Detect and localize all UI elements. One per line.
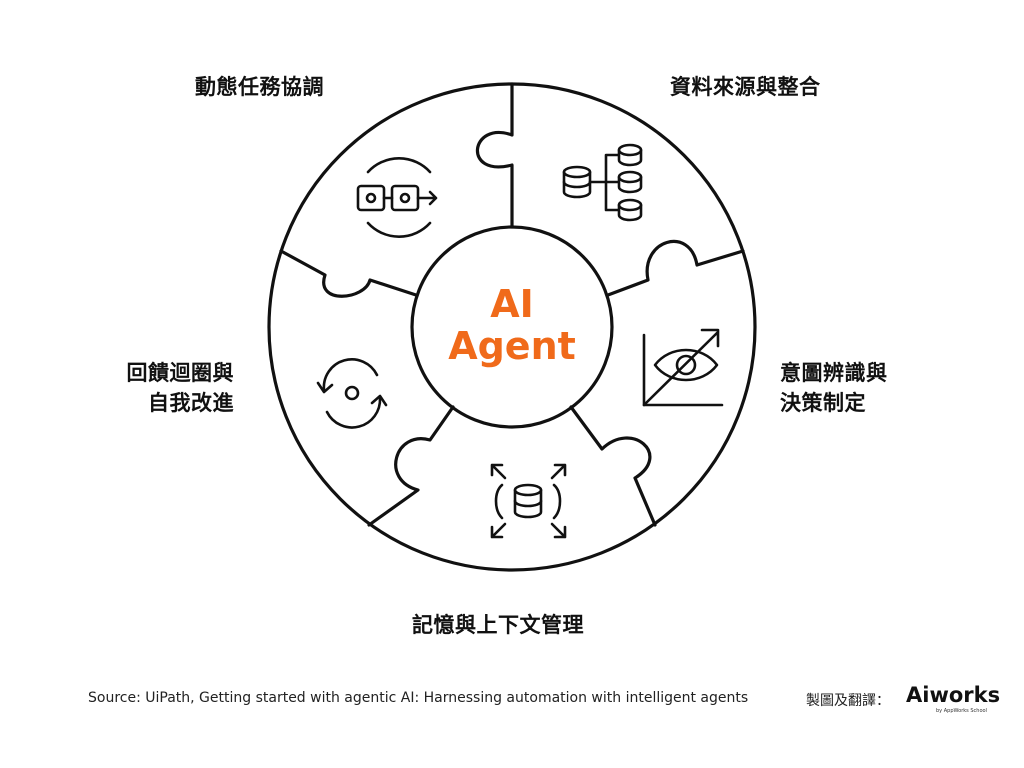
- center-line-1: AI: [490, 282, 534, 326]
- label-intent-decision: 意圖辨識與 決策制定: [780, 358, 888, 418]
- task-coordination-icon: [356, 157, 438, 238]
- database-integration-icon: [562, 143, 643, 222]
- label-feedback-improvement: 回饋迴圈與 自我改進: [127, 358, 235, 418]
- label-line: 記憶與上下文管理: [412, 613, 584, 637]
- aiworks-logo-subtitle: by AppWorks School: [936, 708, 987, 714]
- aiworks-logo: Aiworks: [906, 683, 1001, 707]
- divider-upper-right: [606, 239, 745, 297]
- label-line: 資料來源與整合: [670, 75, 821, 99]
- center-label: AI Agent: [412, 283, 612, 367]
- source-citation: Source: UiPath, Getting started with age…: [88, 690, 749, 706]
- credit-label: 製圖及翻譯：: [806, 693, 890, 709]
- feedback-loop-icon: [316, 358, 388, 429]
- label-line: 動態任務協調: [195, 75, 324, 99]
- center-line-2: Agent: [448, 324, 576, 368]
- label-line: 決策制定: [780, 391, 866, 415]
- label-line: 自我改進: [148, 391, 234, 415]
- database-expand-icon: [490, 463, 567, 539]
- label-data-integration: 資料來源與整合: [670, 72, 821, 102]
- divider-upper-left: [279, 249, 418, 298]
- divider-top: [475, 82, 514, 229]
- eye-chart-icon: [642, 328, 724, 407]
- label-line: 意圖辨識與: [780, 361, 888, 385]
- divider-lower-right: [569, 405, 657, 527]
- divider-lower-left: [367, 405, 455, 527]
- label-line: 回饋迴圈與: [126, 361, 234, 385]
- label-task-coordination: 動態任務協調: [195, 72, 324, 102]
- label-memory-context: 記憶與上下文管理: [412, 610, 584, 640]
